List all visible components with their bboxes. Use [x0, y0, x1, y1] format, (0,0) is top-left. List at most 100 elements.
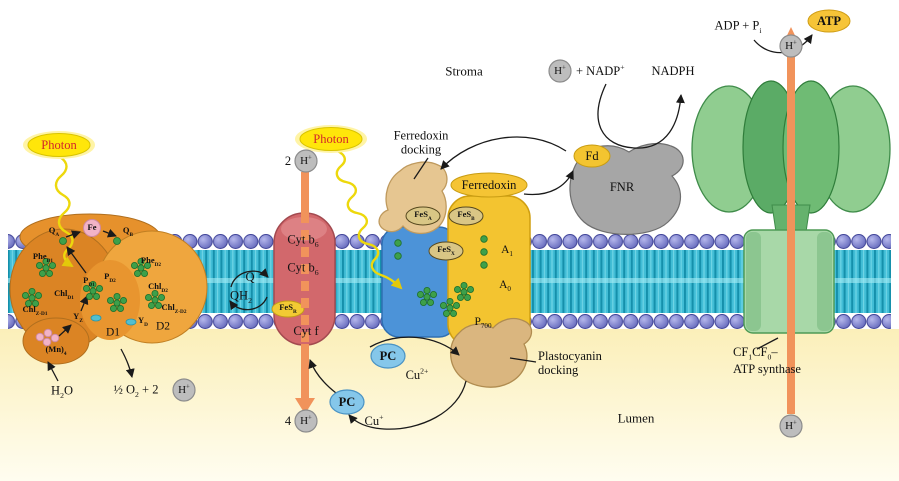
arrow-fe-qb — [102, 228, 117, 238]
arrow-mn-yz — [58, 324, 72, 337]
cu1-label: Cu+ — [364, 412, 384, 428]
atp-synthase-name: CF1CF0–ATP synthase — [733, 345, 801, 377]
h-circle-o2 — [172, 378, 196, 402]
arrow-yz-p — [79, 295, 89, 312]
leader-pc-docking — [509, 357, 537, 363]
arrow-nadp-to-nadph — [597, 83, 685, 149]
chl-d2-label: ChlD2 — [148, 281, 168, 294]
cyt-b6-upper-label: Cyt b6 — [287, 232, 319, 249]
chl-zd1-label: ChlZ-D1 — [22, 304, 48, 317]
y-d-label: YD — [138, 315, 148, 328]
arrow-qa-fe — [65, 230, 81, 239]
cyt-f-label: Cyt f — [293, 323, 319, 338]
nadph-label: NADPH — [651, 63, 695, 78]
h-plus-cyt-in: H+ — [300, 154, 312, 168]
fd-label: Fd — [585, 148, 599, 163]
arrow-h2o-mn — [47, 361, 59, 382]
phe-d1-label: PheD1 — [32, 251, 54, 264]
fes-x-oval — [428, 241, 464, 261]
fes-r-oval — [271, 300, 305, 318]
h-circle-atp-top — [779, 34, 803, 58]
arrow-q-cycle-bottom — [229, 296, 268, 311]
photosystem-i-shape — [378, 161, 533, 388]
phe-d2-label: PheD2 — [140, 255, 162, 268]
o2-product-label: ½ O2 + 2 — [113, 382, 159, 399]
qh2-label: QH2 — [230, 288, 252, 305]
ferredoxin-oval-label: Ferredoxin — [461, 177, 517, 192]
lumen-label: Lumen — [617, 410, 655, 426]
a0-label: A0 — [499, 278, 511, 294]
a1-label: A1 — [501, 243, 513, 259]
h-plus-nadp: H+ — [554, 64, 566, 78]
d1-label: D1 — [105, 326, 121, 339]
fes-b-label: FeSB — [457, 209, 475, 222]
photon-label-psii: Photon — [41, 137, 77, 152]
arrow-psii-o2 — [120, 348, 135, 378]
photon-oval-psii — [27, 133, 91, 157]
h-plus-atp-top: H+ — [785, 39, 797, 53]
arrow-pc-to-cytf — [308, 359, 337, 394]
arrow-fd-to-ferredoxin — [440, 136, 567, 170]
arrow-docking-to-pc — [348, 380, 467, 430]
fes-x-label: FeSX — [437, 244, 455, 257]
photon-oval-psi — [299, 127, 363, 151]
p700-label: P700 — [474, 315, 492, 331]
q-label: Q — [245, 269, 255, 284]
fes-r-label: FeSR — [279, 302, 297, 315]
photon-ovals — [23, 125, 367, 159]
atp-synthase-shape — [691, 80, 891, 334]
pc-oval-cu2 — [370, 343, 406, 369]
cu2-label: Cu2+ — [405, 366, 429, 382]
proton-circles — [172, 34, 803, 438]
photon-wave-psi — [333, 148, 403, 290]
fe-label: Fe — [87, 222, 97, 233]
arrow-q-cycle-top — [230, 268, 269, 288]
fes-a-label: FeSA — [414, 209, 432, 222]
cyt-h-in-count: 2 — [284, 153, 292, 168]
h-circle-cyt-in — [294, 149, 318, 173]
electron-flow-arrows — [47, 34, 813, 430]
qb-label: QB — [122, 225, 134, 238]
h-circle-atp-bottom — [779, 414, 803, 438]
chl-d1-label: ChlD1 — [54, 288, 74, 301]
pc-ovals — [329, 343, 406, 415]
arrow-pc-to-docking — [369, 336, 460, 356]
leader-fd-docking — [413, 157, 429, 180]
ferredoxin-fnr-shapes — [450, 142, 684, 235]
pc2-label: PC — [338, 394, 356, 409]
proton-flow-arrows — [295, 27, 801, 414]
p-d1-label: PD1 — [83, 275, 95, 288]
h-circle-cyt-out — [294, 409, 318, 433]
plastocyanin-docking-shape — [449, 317, 533, 388]
atp-label: ATP — [816, 13, 842, 28]
pc1-label: PC — [379, 348, 397, 363]
y-z-label: YZ — [73, 311, 83, 324]
fd-oval — [573, 144, 611, 168]
p-d2-label: PD2 — [104, 271, 116, 284]
ferredoxin-oval — [450, 172, 528, 198]
chl-zd2-label: ChlZ-D2 — [161, 302, 187, 315]
h-plus-cyt-out: H+ — [300, 414, 312, 428]
d2-label: D2 — [155, 320, 171, 333]
h-circle-nadp — [548, 59, 572, 83]
fnr-label: FNR — [609, 179, 635, 194]
cyt-h-out-count: 4 — [284, 413, 292, 428]
arrow-ferredoxin-to-fd — [523, 170, 574, 196]
mn4-label: (Mn)4 — [45, 344, 67, 357]
fe-circle — [83, 219, 101, 237]
fes-a-oval — [405, 206, 441, 226]
h-plus-atp-bottom: H+ — [785, 419, 797, 433]
stroma-label: Stroma — [445, 63, 483, 79]
arrowhead-down-icon — [295, 398, 315, 414]
tyrosine-dots — [90, 314, 137, 326]
atp-oval — [807, 9, 851, 33]
leader-cf-label — [756, 337, 779, 350]
quinone-dots — [59, 235, 488, 269]
nadp-label: + NADP+ — [576, 62, 625, 78]
fe-and-mn-cofactors — [35, 219, 101, 347]
qa-label: QA — [48, 225, 60, 238]
arrow-p-qa — [66, 246, 87, 274]
